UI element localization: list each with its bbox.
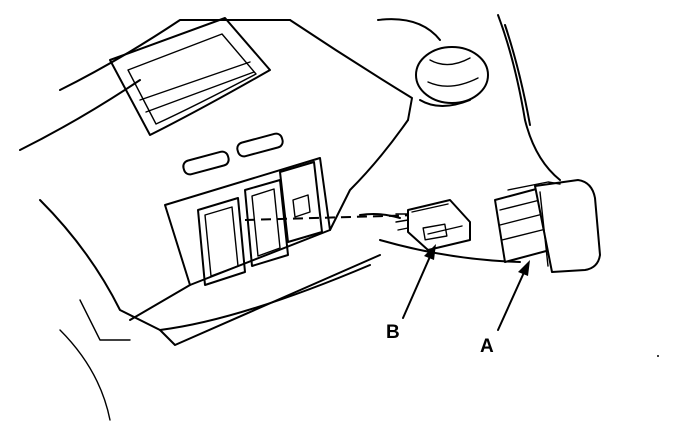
speck: [657, 355, 659, 357]
callout-arrow-b: [402, 244, 436, 319]
switch-panel-openings: [197, 161, 323, 286]
connector-b: [395, 199, 471, 251]
callout-label-b: B: [386, 322, 400, 343]
callout-label-a: A: [480, 336, 494, 357]
switch-module-a: [494, 179, 601, 273]
dashboard-panel: [19, 17, 413, 421]
steering-column: [377, 14, 561, 181]
callout-arrow-a: [497, 260, 530, 331]
